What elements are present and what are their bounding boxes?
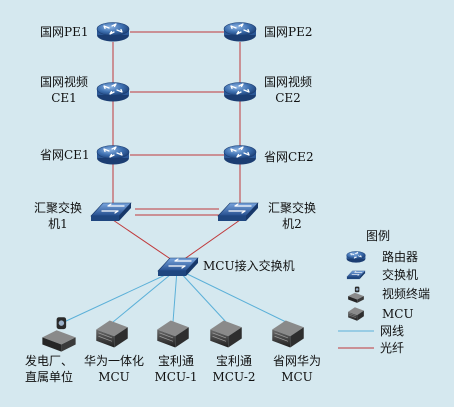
- label-aggregation-switch-2: 汇聚交换 机2: [262, 200, 322, 232]
- legend-mcu-icon: [347, 307, 365, 321]
- label-provincial-ce2: 省网CE2: [264, 150, 314, 164]
- label-mcu-access-switch: MCU接入交换机: [203, 259, 295, 273]
- legend-switch-icon: [346, 270, 366, 280]
- legend-router-label: 路由器: [382, 250, 419, 264]
- cable-to-huawei-mcu: [112, 269, 177, 323]
- router-icon: [96, 22, 130, 42]
- label-ce1: 国网视频 CE1: [34, 74, 94, 106]
- router-icon: [96, 82, 130, 102]
- label-endpoint-4-line2: MCU-2: [212, 370, 256, 384]
- switch-icon: [157, 257, 199, 277]
- label-agg1-line1: 汇聚交换: [33, 201, 82, 215]
- cable-to-provincial-huawei-mcu: [178, 269, 287, 323]
- cable-to-power-plant: [63, 269, 177, 323]
- video-terminal-icon: [42, 317, 76, 352]
- label-endpoint-power-plant: 发电厂、 直属单位: [14, 353, 84, 385]
- legend-title: 图例: [366, 229, 391, 243]
- label-endpoint-2-line2: MCU: [98, 370, 130, 384]
- label-endpoint-huawei-mcu: 华为一体化 MCU: [78, 353, 150, 385]
- label-ce2-line2: CE2: [275, 91, 301, 105]
- legend-router-icon: [346, 251, 366, 263]
- legend-switch-label: 交换机: [382, 268, 419, 282]
- switch-icon: [90, 202, 132, 222]
- router-icon: [96, 145, 130, 165]
- label-ce2-line1: 国网视频: [263, 75, 312, 89]
- router-icon: [223, 82, 257, 102]
- label-aggregation-switch-1: 汇聚交换 机1: [28, 200, 88, 232]
- label-agg2-line2: 机2: [282, 217, 302, 231]
- label-ce1-line2: CE1: [51, 91, 77, 105]
- label-agg2-line1: 汇聚交换: [267, 201, 316, 215]
- label-ce1-line1: 国网视频: [39, 75, 88, 89]
- label-endpoint-5-line1: 省网华为: [272, 354, 321, 368]
- label-endpoint-1-line1: 发电厂、: [24, 354, 73, 368]
- label-endpoint-5-line2: MCU: [281, 370, 313, 384]
- mcu-icon: [156, 320, 190, 348]
- label-pe2: 国网PE2: [264, 25, 313, 39]
- label-endpoint-provincial-huawei-mcu: 省网华为 MCU: [262, 353, 332, 385]
- legend-icons: [338, 251, 374, 349]
- cable-to-polycom-mcu-1: [172, 269, 178, 323]
- router-icon: [223, 22, 257, 42]
- label-endpoint-4-line1: 宝利通: [215, 354, 252, 368]
- fiber-links: [112, 31, 241, 261]
- router-icon: [223, 145, 257, 165]
- label-endpoint-polycom-mcu-1: 宝利通 MCU-1: [148, 353, 204, 385]
- label-endpoint-3-line1: 宝利通: [157, 354, 194, 368]
- label-ce2: 国网视频 CE2: [258, 74, 318, 106]
- mcu-icon: [271, 320, 305, 348]
- label-endpoint-polycom-mcu-2: 宝利通 MCU-2: [206, 353, 262, 385]
- legend-fiber-label: 光纤: [380, 341, 405, 355]
- cable-to-polycom-mcu-2: [177, 269, 227, 323]
- switch-icon: [217, 202, 259, 222]
- network-cable-links: [63, 269, 287, 323]
- label-provincial-ce1: 省网CE1: [40, 148, 90, 162]
- mcu-icon: [209, 320, 243, 348]
- label-endpoint-1-line2: 直属单位: [24, 370, 73, 384]
- legend-network-line-label: 网线: [380, 324, 405, 338]
- legend-terminal-label: 视频终端: [382, 287, 431, 301]
- label-endpoint-2-line1: 华为一体化: [83, 354, 144, 368]
- label-agg1-line2: 机1: [48, 217, 68, 231]
- label-endpoint-3-line2: MCU-1: [154, 370, 198, 384]
- label-pe1: 国网PE1: [40, 25, 89, 39]
- legend-terminal-icon: [348, 286, 364, 303]
- legend-mcu-label: MCU: [382, 307, 414, 321]
- mcu-icon: [95, 320, 129, 348]
- fiber-agg1-mcu-switch: [112, 219, 173, 261]
- fiber-agg2-mcu-switch: [182, 219, 241, 261]
